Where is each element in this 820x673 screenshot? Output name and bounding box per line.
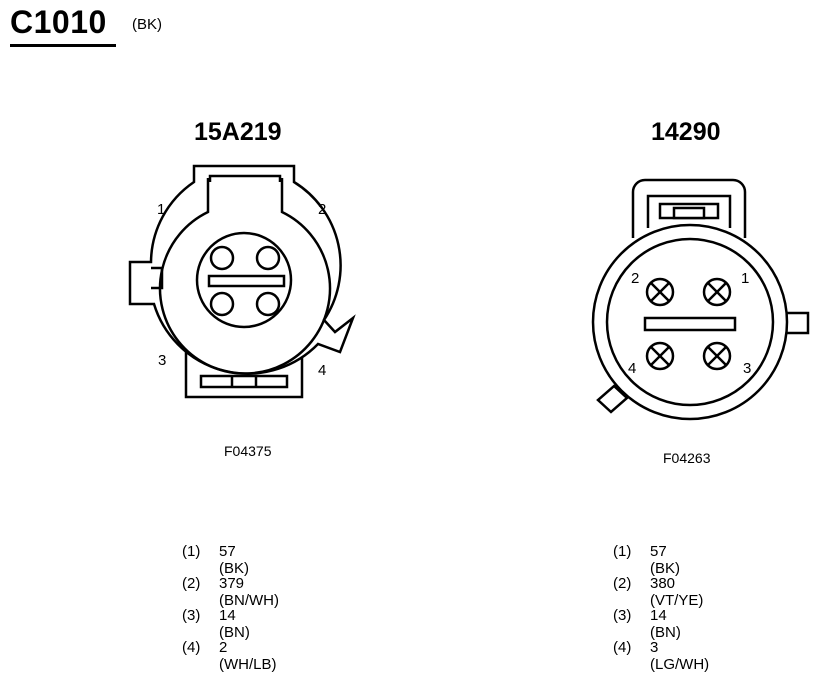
pin-number: (2) (613, 575, 632, 592)
pin-number: (3) (182, 607, 201, 624)
pin-number: (4) (613, 639, 632, 656)
left-pin-label-4: 4 (318, 362, 327, 379)
wire-spec: 3 (LG/WH) (650, 639, 710, 673)
left-part-number: 15A219 (194, 118, 282, 146)
right-part-number: 14290 (651, 118, 721, 146)
wire-spec: 57 (BK) (650, 543, 680, 577)
pin-number: (3) (613, 607, 632, 624)
wire-spec: 380 (VT/YE) (650, 575, 704, 609)
right-pin-label-3: 3 (743, 360, 752, 377)
pin-number: (1) (613, 543, 632, 560)
wire-spec: 57 (BK) (219, 543, 249, 577)
left-pin-label-3: 3 (158, 352, 167, 369)
wire-spec: 379 (BN/WH) (219, 575, 279, 609)
wire-spec: 14 (BN) (219, 607, 250, 641)
right-pin-label-2: 2 (631, 270, 640, 287)
right-pin-label-1: 1 (741, 270, 750, 287)
pin-number: (1) (182, 543, 201, 560)
left-pin-label-1: 1 (157, 201, 166, 218)
left-pin-label-2: 2 (318, 201, 327, 218)
wire-spec: 14 (BN) (650, 607, 681, 641)
right-pin-label-4: 4 (628, 360, 637, 377)
title-underline (10, 44, 116, 47)
connector-id-title: C1010 (10, 4, 107, 40)
pin-number: (4) (182, 639, 201, 656)
connector-color: (BK) (132, 16, 162, 33)
left-figure-code: F04375 (224, 443, 272, 459)
wire-spec: 2 (WH/LB) (219, 639, 277, 673)
right-figure-code: F04263 (663, 450, 711, 466)
pin-number: (2) (182, 575, 201, 592)
